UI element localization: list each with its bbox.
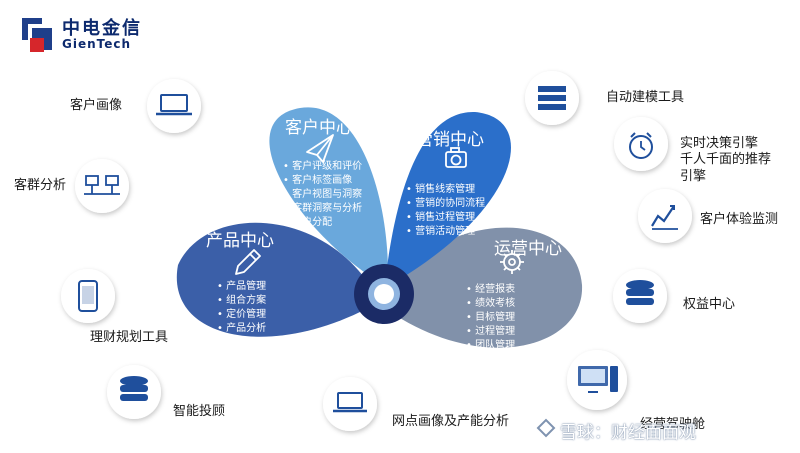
petal-product-title: 产品中心	[206, 231, 274, 251]
petal-operations-list: 经营报表 绩效考核 目标管理 过程管理 团队管理	[466, 283, 515, 353]
pencil-icon	[235, 249, 261, 275]
laptop-icon-customer-portrait[interactable]	[147, 79, 201, 133]
database-icon-equity-center[interactable]	[613, 269, 667, 323]
petal-customer-title: 客户中心	[285, 118, 353, 138]
list-item: 客户分配	[283, 216, 362, 230]
petal-product-list: 产品管理 组合方案 定价管理 产品分析	[217, 280, 266, 336]
label-operation-cockpit: 经营驾驶舱	[640, 417, 706, 432]
petal-marketing-list: 销售线索管理 营销的协同流程 销售过程管理 营销活动管理	[406, 183, 485, 239]
list-item: 绩效考核	[466, 297, 515, 311]
watermark-text: 雪球：财经面面观	[560, 423, 696, 443]
label-segment-analysis: 客群分析	[14, 178, 67, 193]
list-item: 过程管理	[466, 325, 515, 339]
label-realtime-engine: 实时决策引擎 千人千面的推荐引擎	[680, 136, 772, 184]
label-customer-portrait: 客户画像	[70, 98, 123, 113]
hub-inner	[374, 284, 394, 304]
list-item: 组合方案	[217, 294, 266, 308]
gientech-logo-icon	[22, 18, 52, 52]
list-item: 经营报表	[466, 283, 515, 297]
label-equity-center: 权益中心	[683, 297, 736, 312]
list-item: 团队管理	[466, 339, 515, 353]
list-item: 客户标签画像	[283, 174, 362, 188]
list-item: 营销活动管理	[406, 225, 485, 239]
list-item: 定价管理	[217, 308, 266, 322]
list-item: 目标管理	[466, 311, 515, 325]
label-wealth-planning: 理财规划工具	[90, 330, 169, 345]
server-icon-auto-modeling[interactable]	[525, 71, 579, 125]
petal-marketing-title: 营销中心	[416, 130, 484, 150]
gear-icon	[500, 250, 524, 274]
database-icon-smart-advisor[interactable]	[107, 365, 161, 419]
laptop-icon-branch-portrait[interactable]	[323, 377, 377, 431]
camera-icon	[445, 147, 467, 168]
network-icon-segment-analysis[interactable]	[75, 159, 129, 213]
logo-text-cn: 中电金信	[62, 18, 142, 39]
list-item: 销售过程管理	[406, 211, 485, 225]
list-item: 营销的协同流程	[406, 197, 485, 211]
petal-operations-title: 运营中心	[494, 239, 562, 259]
logo-text-en: GienTech	[62, 37, 132, 51]
monitor-icon-operation-cockpit[interactable]	[567, 350, 627, 410]
alarm-clock-icon-realtime-engine[interactable]	[614, 117, 668, 171]
list-item: 销售线索管理	[406, 183, 485, 197]
label-smart-advisor: 智能投顾	[173, 404, 226, 419]
list-item: 产品分析	[217, 322, 266, 336]
petal-customer-list: 客户评级和评价 客户标签画像 客户视图与洞察 客群洞察与分析 客户分配	[283, 160, 362, 230]
chart-icon-cx-monitoring[interactable]	[638, 189, 692, 243]
list-item: 产品管理	[217, 280, 266, 294]
list-item: 客群洞察与分析	[283, 202, 362, 216]
list-item: 客户评级和评价	[283, 160, 362, 174]
label-auto-modeling: 自动建模工具	[606, 90, 685, 105]
phone-icon-wealth-planning[interactable]	[61, 269, 115, 323]
xueqiu-logo-icon	[536, 418, 556, 438]
list-item: 客户视图与洞察	[283, 188, 362, 202]
label-cx-monitoring: 客户体验监测	[700, 212, 779, 227]
label-branch-portrait: 网点画像及产能分析	[392, 414, 510, 429]
